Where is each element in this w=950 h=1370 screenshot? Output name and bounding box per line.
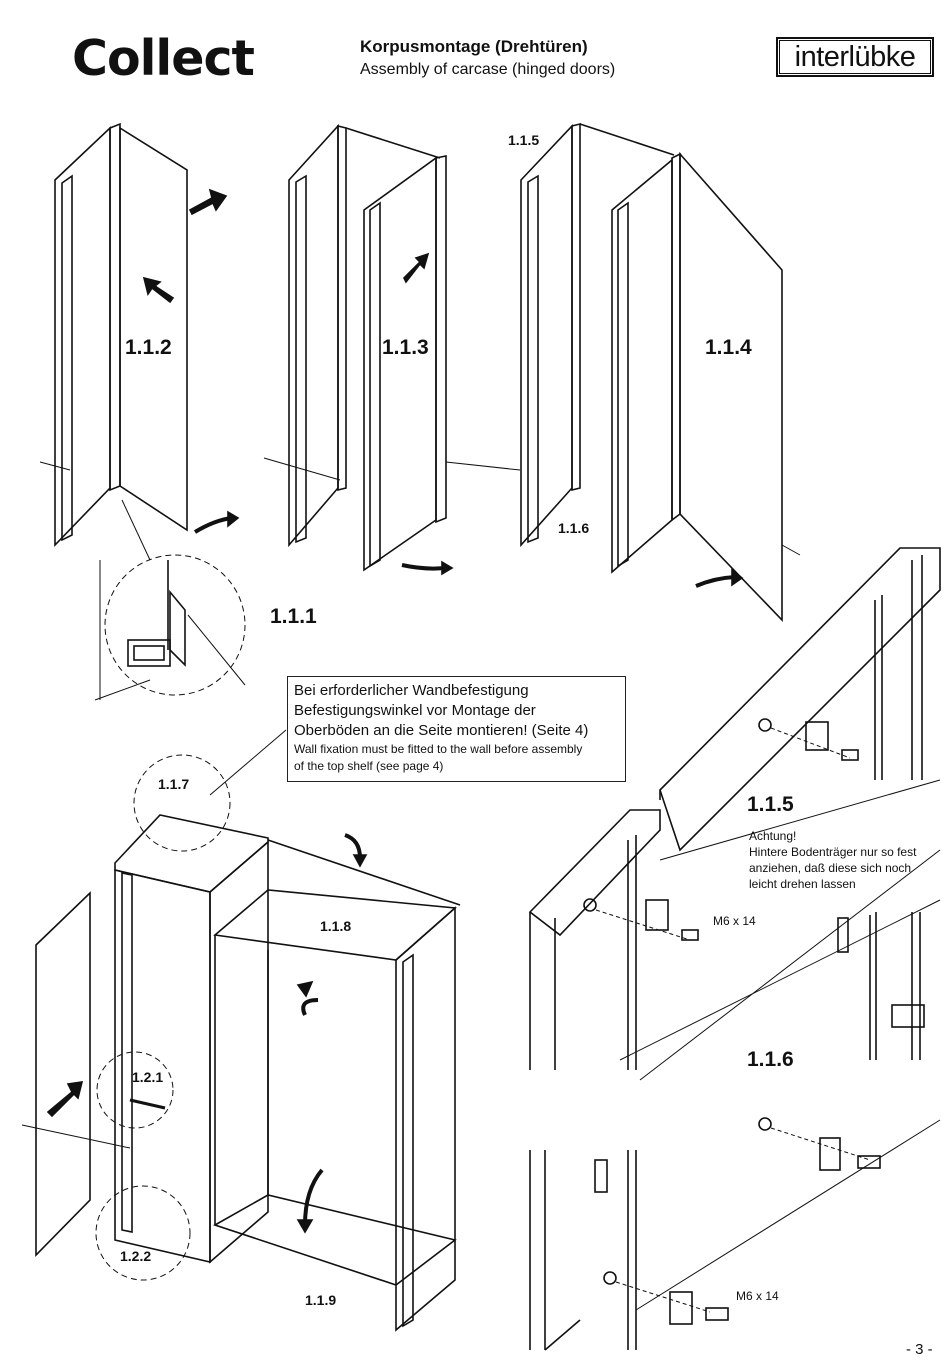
step-label-116-detail: 1.1.6: [747, 1048, 794, 1071]
step-113-drawing: [263, 123, 521, 576]
step-label-112: 1.1.2: [125, 336, 172, 359]
step-label-121: 1.2.1: [132, 1069, 164, 1085]
title-german: Korpusmontage (Drehtüren): [360, 37, 588, 56]
step-label-118: 1.1.8: [320, 918, 352, 934]
page-number: - 3 -: [906, 1341, 933, 1358]
screw-spec-b: M6 x 14: [736, 1289, 779, 1303]
detail-111-drawing: [94, 554, 246, 701]
screw-spec-a: M6 x 14: [713, 914, 756, 928]
step-label-119: 1.1.9: [305, 1292, 337, 1308]
step-112-drawing: [39, 122, 240, 561]
step-label-122: 1.2.2: [120, 1248, 152, 1264]
step-label-115-top: 1.1.5: [508, 132, 540, 148]
note-english: Wall fixation must be fitted to the wall…: [294, 742, 583, 773]
wall-fixation-note: Bei erforderlicher Wandbefestigung Befes…: [287, 676, 626, 782]
step-label-117: 1.1.7: [158, 776, 190, 792]
step-label-116-small: 1.1.6: [558, 520, 590, 536]
brand-logo: interlübke: [776, 37, 934, 77]
brand-logo-text: interlübke: [779, 40, 931, 74]
step-label-113: 1.1.3: [382, 336, 429, 359]
step-label-111: 1.1.1: [270, 605, 317, 628]
warning-text: Achtung! Hintere Bodenträger nur so fest…: [749, 829, 917, 891]
note-german: Bei erforderlicher Wandbefestigung Befes…: [294, 682, 589, 739]
step-label-115-detail: 1.1.5: [747, 793, 794, 816]
title-english: Assembly of carcase (hinged doors): [360, 61, 616, 78]
step-label-114: 1.1.4: [705, 336, 752, 359]
carcase-assembly-drawing: [21, 754, 461, 1332]
step-114-drawing: [520, 122, 801, 622]
detail-115-116-drawing: [528, 547, 941, 1351]
brand-title: Collect: [72, 30, 255, 87]
